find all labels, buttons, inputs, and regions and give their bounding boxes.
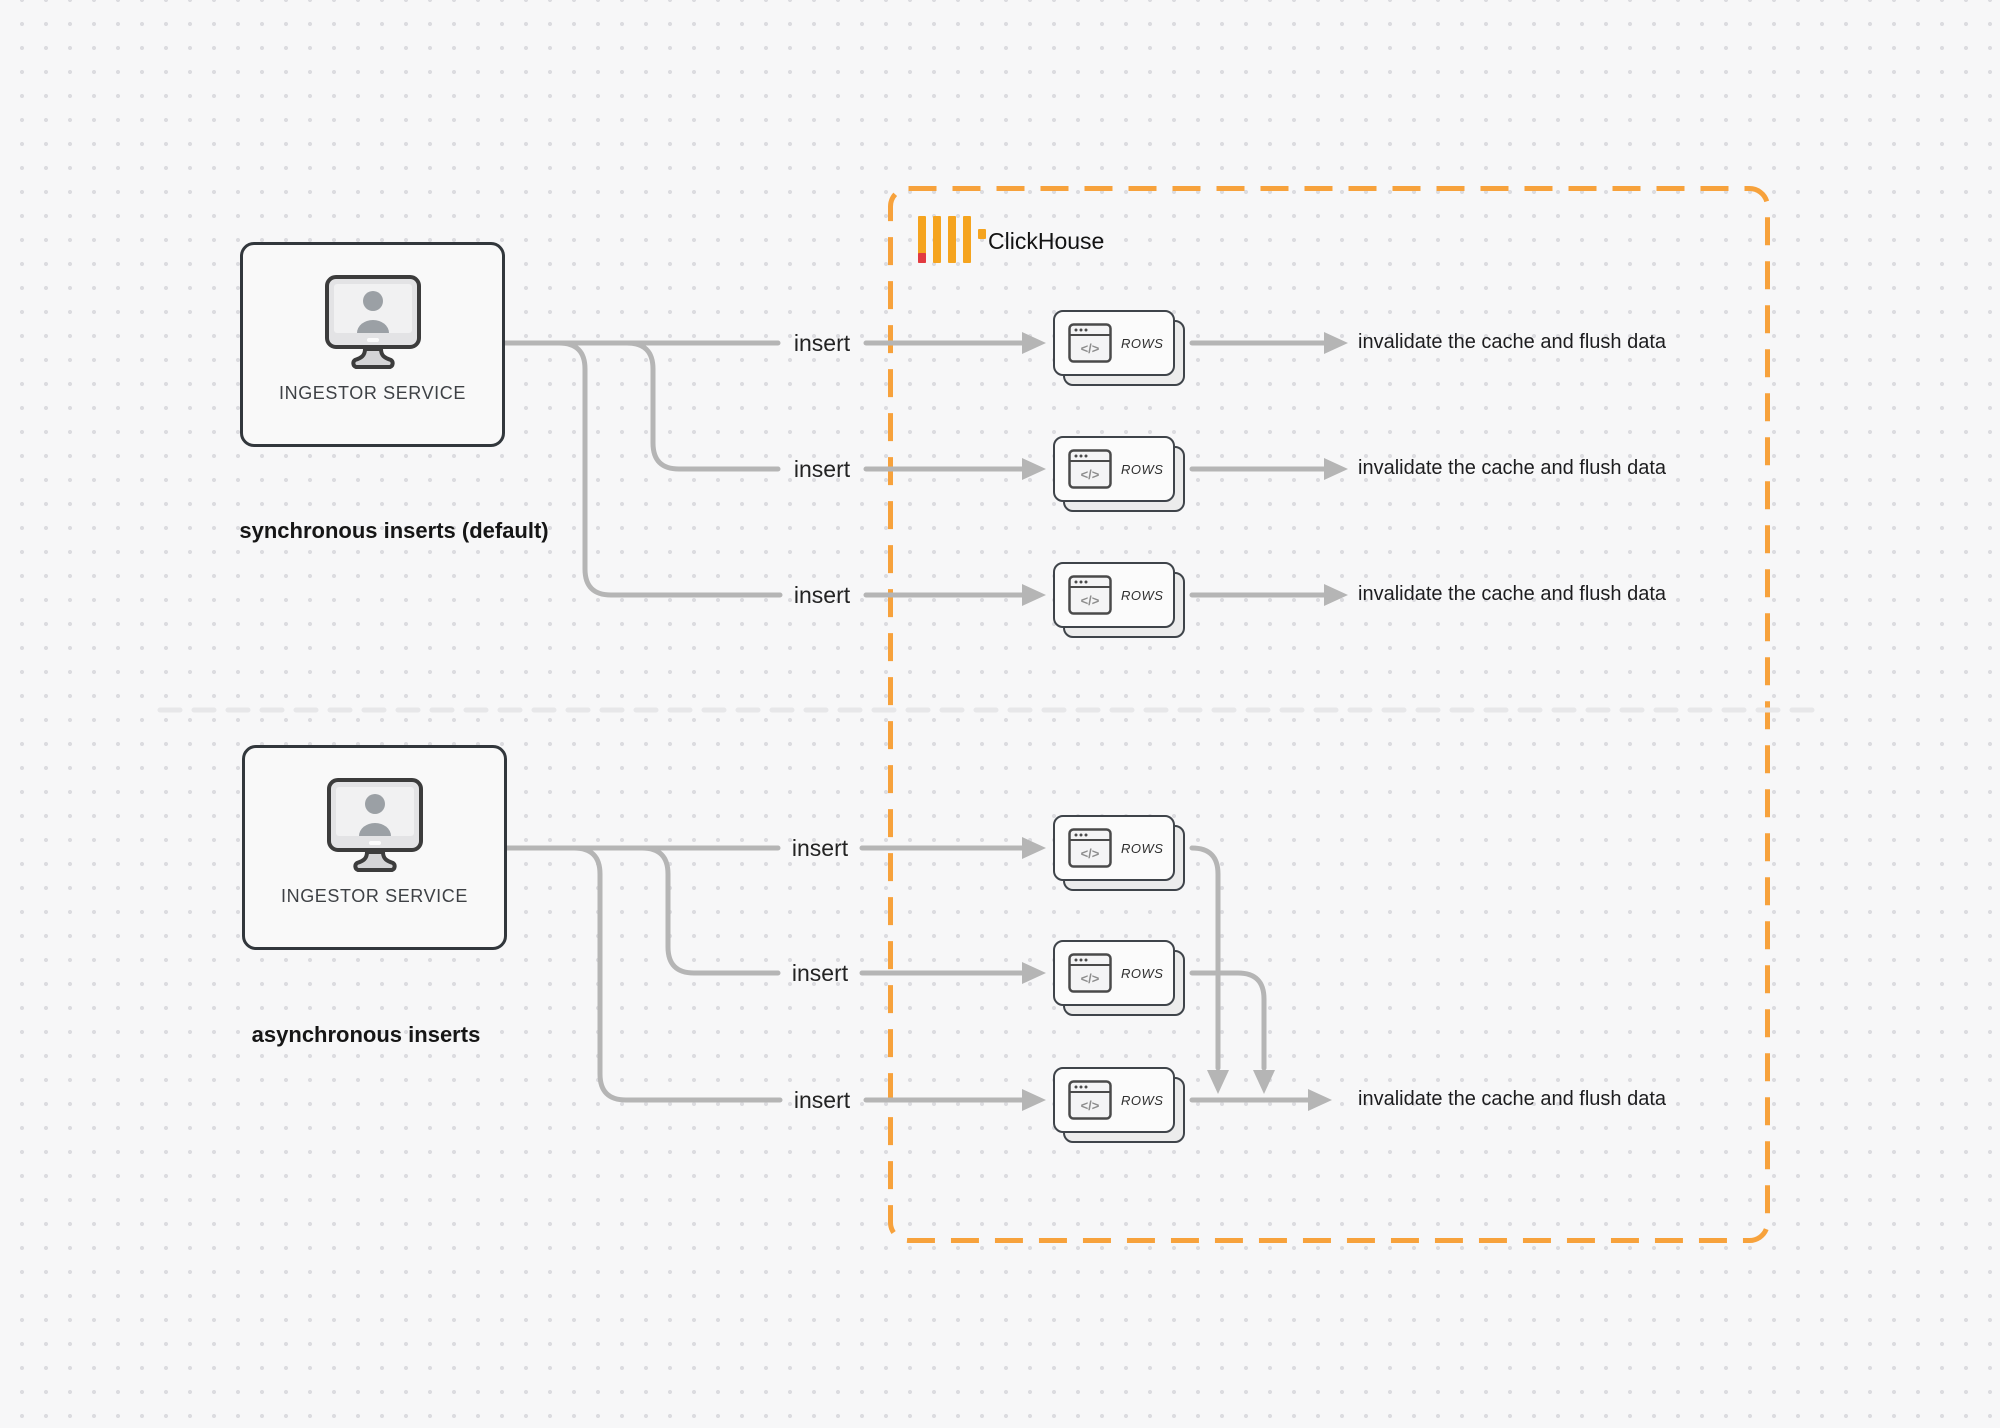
async-merge-arrowhead-2 xyxy=(1253,1070,1275,1094)
async-branch-row2 xyxy=(639,845,781,976)
clickhouse-logo-icon xyxy=(918,216,986,263)
rows-card: </> ROWS xyxy=(1053,1067,1185,1143)
sync-branch-row2 xyxy=(624,340,781,472)
ingestor-service-label: INGESTOR SERVICE xyxy=(279,383,466,403)
code-glyph: </> xyxy=(1081,971,1100,986)
code-glyph: </> xyxy=(1081,1098,1100,1113)
result-label: invalidate the cache and flush data xyxy=(1358,457,1666,479)
sync-result-arrowhead-1 xyxy=(1324,332,1348,354)
logo-tick xyxy=(978,229,986,239)
rows-label: ROWS xyxy=(1121,335,1164,351)
code-window-icon: </> xyxy=(1068,575,1112,615)
insert-label: insert xyxy=(793,1087,851,1113)
rows-label: ROWS xyxy=(1121,587,1164,603)
insert-label: insert xyxy=(793,330,851,356)
sync-result-arrowhead-3 xyxy=(1324,584,1348,606)
insert-label: insert xyxy=(791,835,849,861)
async-arrowhead-2 xyxy=(1022,962,1046,984)
rows-card-front: </> ROWS xyxy=(1053,815,1175,881)
async-merge-arrowhead-1 xyxy=(1207,1070,1229,1094)
rows-card-front: </> ROWS xyxy=(1053,562,1175,628)
code-window-icon: </> xyxy=(1068,953,1112,993)
result-label: invalidate the cache and flush data xyxy=(1358,331,1666,353)
async-branch-row3 xyxy=(571,845,783,1103)
async-section-caption: asynchronous inserts xyxy=(251,1022,481,1047)
async-result-arrowhead xyxy=(1308,1089,1332,1111)
code-window-icon: </> xyxy=(1068,1080,1112,1120)
result-label: invalidate the cache and flush data xyxy=(1358,583,1666,605)
logo-bar xyxy=(918,216,926,263)
insert-label: insert xyxy=(791,960,849,986)
ingestor-service-box-sync: INGESTOR SERVICE xyxy=(240,242,505,447)
sync-connectors xyxy=(502,332,1348,606)
code-glyph: </> xyxy=(1081,846,1100,861)
rows-card-front: </> ROWS xyxy=(1053,1067,1175,1133)
sync-arrowhead-2 xyxy=(1022,458,1046,480)
code-window-icon: </> xyxy=(1068,828,1112,868)
sync-branch-row3 xyxy=(556,340,783,598)
rows-card-front: </> ROWS xyxy=(1053,940,1175,1006)
code-glyph: </> xyxy=(1081,467,1100,482)
insert-label: insert xyxy=(793,456,851,482)
rows-card: </> ROWS xyxy=(1053,436,1185,512)
insert-label: insert xyxy=(793,582,851,608)
monitor-user-icon xyxy=(326,778,423,872)
rows-card: </> ROWS xyxy=(1053,310,1185,386)
rows-label: ROWS xyxy=(1121,840,1164,856)
code-window-icon: </> xyxy=(1068,449,1112,489)
clickhouse-wordmark: ClickHouse xyxy=(988,228,1105,254)
async-arrowhead-1 xyxy=(1022,837,1046,859)
rows-card-front: </> ROWS xyxy=(1053,310,1175,376)
sync-section-caption: synchronous inserts (default) xyxy=(239,518,549,543)
logo-bar xyxy=(933,216,941,263)
monitor-user-icon xyxy=(324,275,421,369)
async-arrowhead-3 xyxy=(1022,1089,1046,1111)
code-glyph: </> xyxy=(1081,341,1100,356)
rows-card: </> ROWS xyxy=(1053,815,1185,891)
logo-bar xyxy=(963,216,971,263)
rows-label: ROWS xyxy=(1121,965,1164,981)
sync-arrowhead-1 xyxy=(1022,332,1046,354)
ingestor-service-label: INGESTOR SERVICE xyxy=(281,886,468,906)
rows-card: </> ROWS xyxy=(1053,940,1185,1016)
rows-card-front: </> ROWS xyxy=(1053,436,1175,502)
clickhouse-dashed-frame xyxy=(888,186,1770,1243)
rows-label: ROWS xyxy=(1121,461,1164,477)
rows-card: </> ROWS xyxy=(1053,562,1185,638)
code-window-icon: </> xyxy=(1068,323,1112,363)
async-connectors xyxy=(504,837,1332,1111)
sync-arrowhead-3 xyxy=(1022,584,1046,606)
sync-result-arrowhead-2 xyxy=(1324,458,1348,480)
async-merge-line-1 xyxy=(1189,845,1221,1071)
result-label: invalidate the cache and flush data xyxy=(1358,1088,1666,1110)
ingestor-service-box-async: INGESTOR SERVICE xyxy=(242,745,507,950)
rows-label: ROWS xyxy=(1121,1092,1164,1108)
logo-bar xyxy=(948,216,956,263)
async-merge-line-2 xyxy=(1189,970,1267,1071)
code-glyph: </> xyxy=(1081,593,1100,608)
